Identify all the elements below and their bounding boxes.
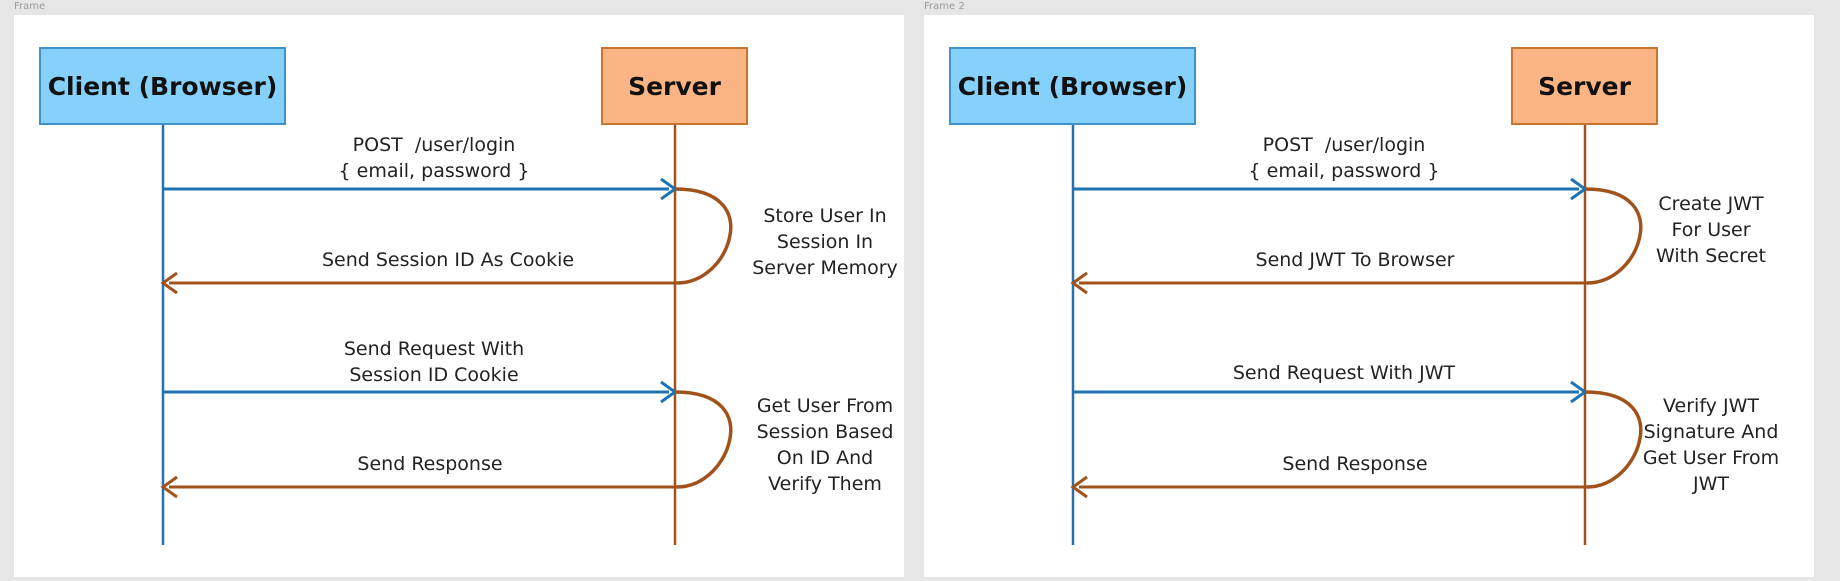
note-line: Create JWT bbox=[1658, 193, 1764, 215]
message-line: POST /user/login bbox=[352, 134, 516, 156]
server-note-get-user: Get User From Session Based On ID And Ve… bbox=[757, 393, 894, 497]
response-arrowhead bbox=[160, 271, 178, 295]
note-line: Get User From bbox=[756, 395, 894, 417]
server-process-loop bbox=[674, 187, 733, 285]
message-line: { email, password } bbox=[338, 160, 530, 182]
note-line: Get User From bbox=[1642, 447, 1780, 469]
note-line: With Secret bbox=[1656, 245, 1766, 267]
note-line: For User bbox=[1671, 219, 1751, 241]
note-line: Verify JWT bbox=[1663, 395, 1759, 417]
message-label-login: POST /user/login { email, password } bbox=[339, 132, 530, 184]
message-label-cookie: Send Session ID As Cookie bbox=[322, 247, 574, 273]
server-process-loop bbox=[1584, 390, 1643, 489]
message-label-response: Send Response bbox=[1282, 451, 1427, 477]
message-label-request: Send Request With Session ID Cookie bbox=[344, 336, 524, 388]
message-line: Session ID Cookie bbox=[349, 364, 519, 386]
message-line: { email, password } bbox=[1248, 160, 1440, 182]
server-note-verify-jwt: Verify JWT Signature And Get User From J… bbox=[1643, 393, 1779, 497]
frame-label: Frame bbox=[14, 1, 46, 12]
message-line: Send Request With JWT bbox=[1232, 362, 1456, 384]
note-line: JWT bbox=[1692, 473, 1729, 495]
message-line: Send Session ID As Cookie bbox=[321, 249, 575, 271]
server-participant: Server bbox=[1511, 47, 1658, 125]
server-note-store: Store User In Session In Server Memory bbox=[752, 203, 898, 281]
message-label-jwt: Send JWT To Browser bbox=[1256, 247, 1455, 273]
note-line: Verify Them bbox=[768, 473, 882, 495]
message-label-response: Send Response bbox=[357, 451, 502, 477]
sequence-diagram-canvas bbox=[160, 125, 733, 545]
note-line: On ID And bbox=[776, 447, 874, 469]
message-label-login: POST /user/login { email, password } bbox=[1249, 132, 1440, 184]
sequence-diagram-frame-jwt: Client (Browser) Server POST /user/login… bbox=[924, 15, 1814, 577]
note-line: Session Based bbox=[756, 421, 894, 443]
message-line: Send Request With bbox=[343, 338, 525, 360]
message-line: Send Response bbox=[357, 453, 503, 475]
message-line: POST /user/login bbox=[1262, 134, 1426, 156]
server-participant: Server bbox=[601, 47, 748, 125]
server-note-create-jwt: Create JWT For User With Secret bbox=[1656, 191, 1766, 269]
client-participant: Client (Browser) bbox=[949, 47, 1196, 125]
response-arrowhead bbox=[160, 475, 178, 499]
response-arrowhead bbox=[1070, 475, 1088, 499]
note-line: Signature And bbox=[1643, 421, 1779, 443]
message-line: Send Response bbox=[1282, 453, 1428, 475]
note-line: Session In bbox=[776, 231, 874, 253]
note-line: Store User In bbox=[763, 205, 887, 227]
message-label-request: Send Request With JWT bbox=[1233, 360, 1455, 386]
note-line: Server Memory bbox=[752, 257, 898, 279]
frame-label: Frame 2 bbox=[924, 1, 965, 12]
server-process-loop bbox=[674, 390, 733, 489]
message-line: Send JWT To Browser bbox=[1255, 249, 1455, 271]
sequence-diagram-canvas bbox=[1070, 125, 1643, 545]
response-arrowhead bbox=[1070, 271, 1088, 295]
sequence-diagram-frame-session: Client (Browser) Server POST /user/login… bbox=[14, 15, 904, 577]
server-process-loop bbox=[1584, 187, 1643, 285]
client-participant: Client (Browser) bbox=[39, 47, 286, 125]
